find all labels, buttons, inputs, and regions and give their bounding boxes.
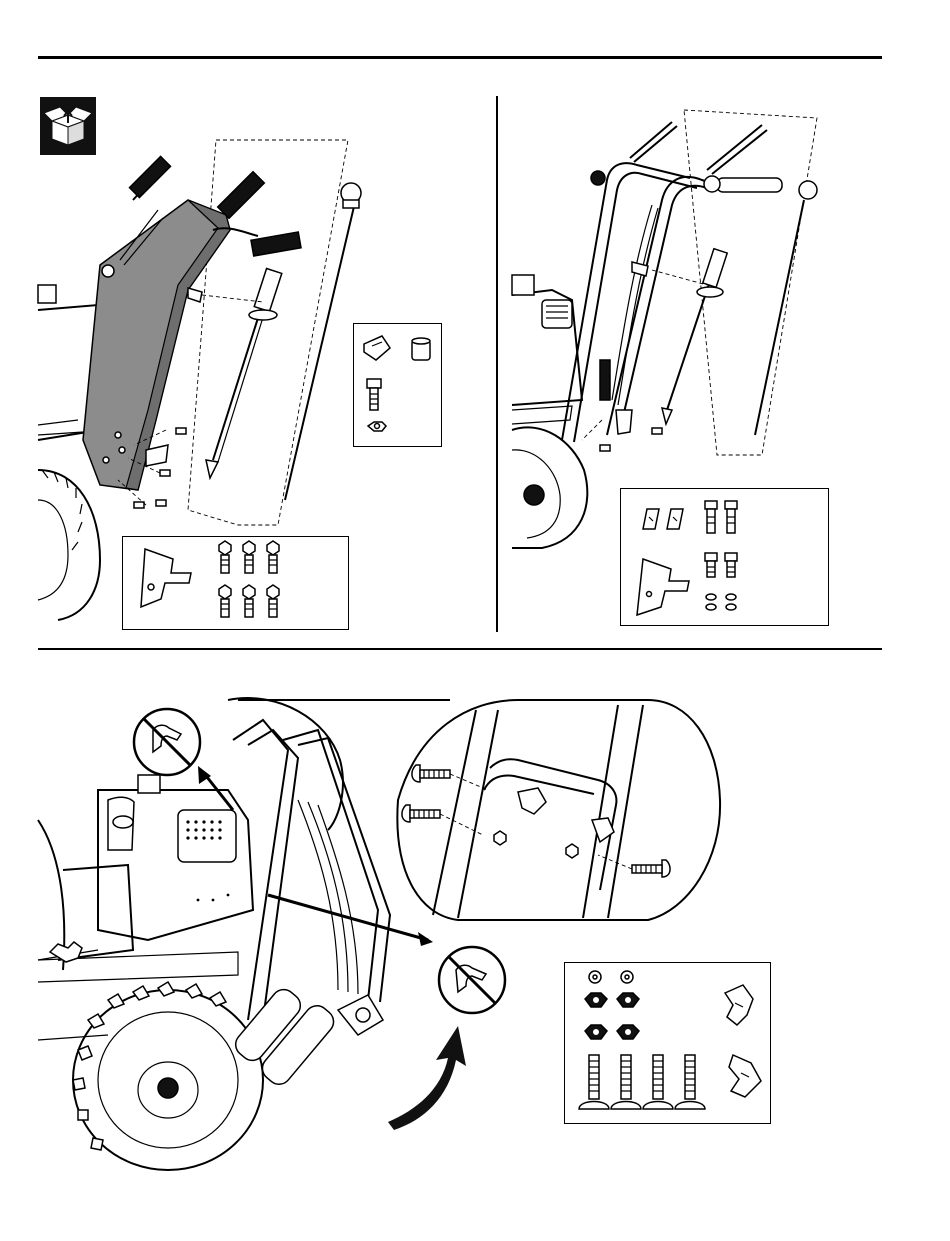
nut-icon [706,604,716,610]
clip-icon [667,509,683,529]
no-clip-icon [131,706,203,778]
carriage-bolt-icon [579,1055,609,1109]
top-rule [38,56,882,59]
cable-guide-icon [725,985,753,1025]
cable-guide-icon [729,1055,761,1097]
nut-icon [726,594,736,600]
carriage-bolt-icon [675,1055,705,1109]
bolt-icon [367,379,381,410]
bolt-icon [267,541,279,573]
parts-box-cable-guide-hardware [564,962,771,1124]
nut-icon [706,594,716,600]
nut-icon [368,422,386,431]
clip-icon [364,336,390,360]
bolt-icon [219,585,231,617]
bolt-icon [725,553,737,577]
bolt-icon [705,553,717,577]
curved-arrow-icon [386,1020,466,1130]
bolt-icon [219,541,231,573]
nut-icon [726,604,736,610]
carriage-bolt-icon [611,1055,641,1109]
panel-divider-horizontal [38,648,882,650]
parts-box-bracket-bolts [122,536,349,630]
clip-icon [643,509,659,529]
bolt-icon [243,585,255,617]
carriage-bolt-icon [643,1055,673,1109]
bracket-icon [141,549,191,607]
upper-handle-illustration [512,110,842,550]
parts-box-clip-spacer [353,323,442,447]
bracket-icon [637,559,689,615]
spacer-icon [412,338,430,360]
bolt-icon [267,585,279,617]
bolt-icon [243,541,255,573]
parts-box-handle-hardware [620,488,829,626]
no-clip-icon [436,944,508,1016]
panel-divider-vertical [496,96,498,632]
